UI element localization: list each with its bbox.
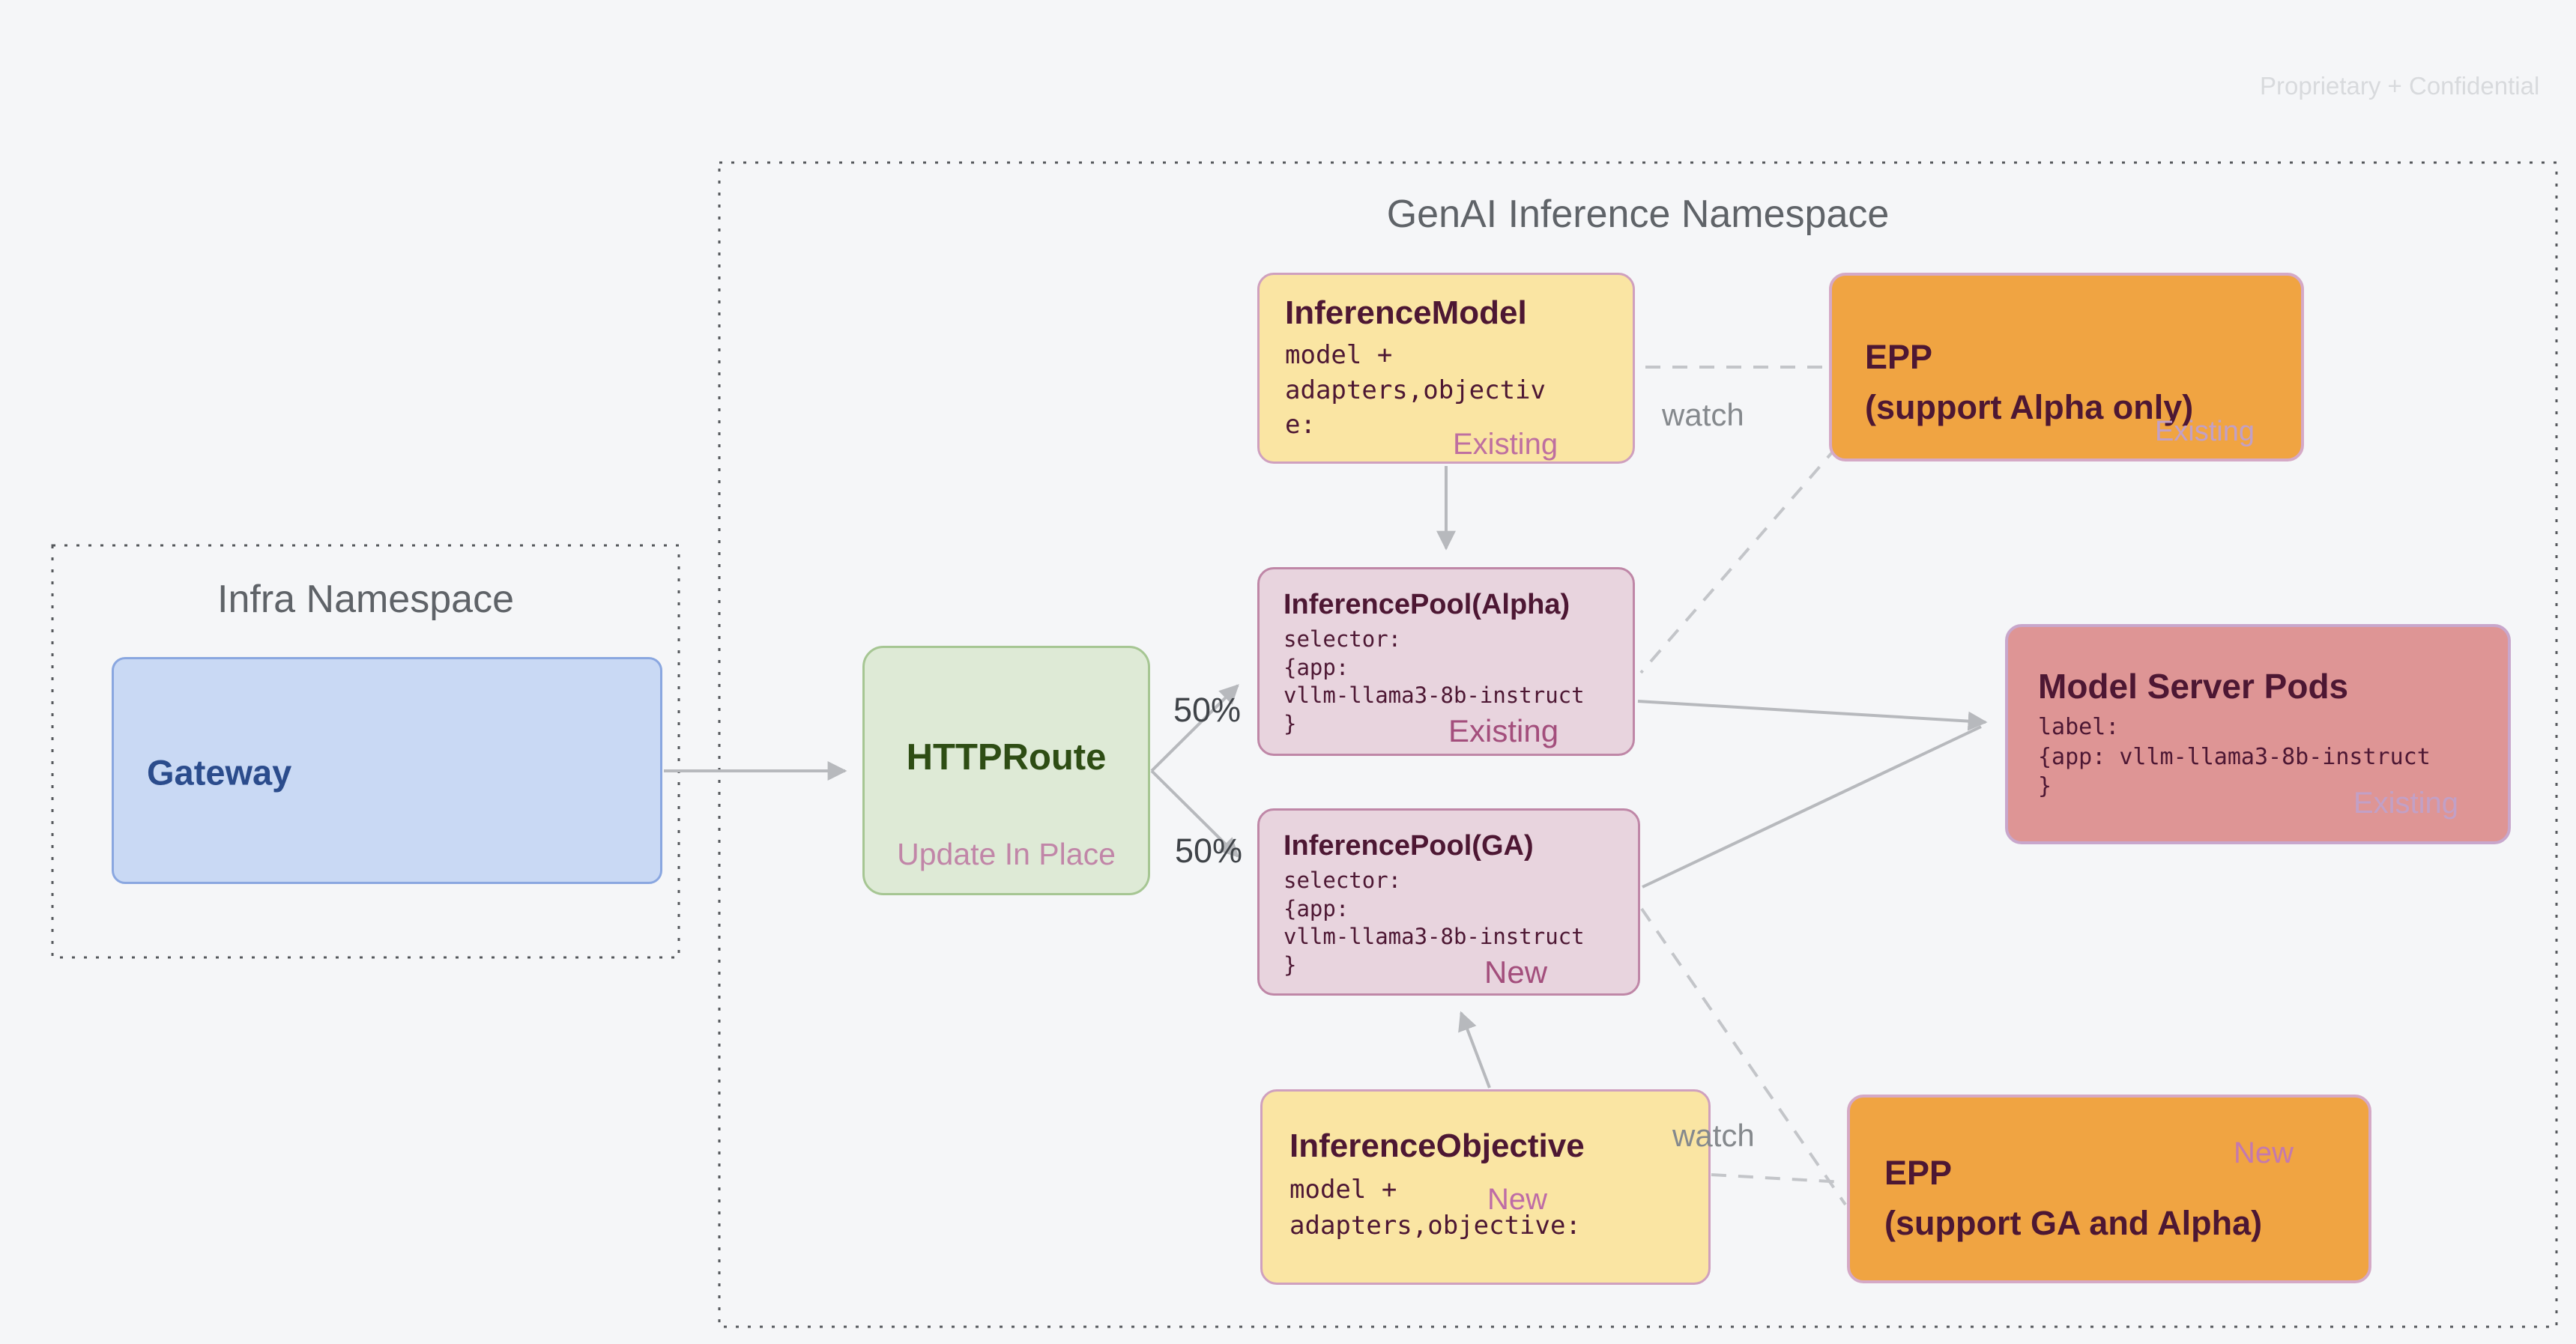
- status-badge: New: [2233, 1136, 2294, 1169]
- pool-alpha-code: selector: {app: vllm-llama3-8b-instruct …: [1284, 626, 1585, 737]
- edge-httproute-to-pool-ga: [1150, 769, 1239, 858]
- node-inference-model: InferenceModel model + adapters,objectiv…: [1257, 273, 1635, 464]
- dashed-epp-alpha-to-pool-alpha: [1639, 445, 1839, 674]
- httproute-title: HTTPRoute: [906, 737, 1107, 778]
- inference-model-title: InferenceModel: [1285, 294, 1527, 331]
- edge-httproute-to-pool-alpha: [1150, 684, 1239, 772]
- httproute-subtitle: Update In Place: [897, 837, 1116, 871]
- gateway-title: Gateway: [147, 752, 292, 793]
- node-model-server-pods: Model Server Pods label: {app: vllm-llam…: [2005, 624, 2511, 844]
- inference-model-code: model + adapters,objectiv e:: [1285, 340, 1546, 441]
- traffic-split-label-top: 50%: [1173, 691, 1242, 729]
- status-badge: New: [1484, 954, 1548, 990]
- node-epp-ga: EPP (support GA and Alpha) New: [1847, 1095, 2371, 1283]
- genai-namespace-border: [718, 161, 2558, 1328]
- node-inference-pool-ga: InferencePool(GA) selector: {app: vllm-l…: [1257, 808, 1640, 996]
- status-badge: Existing: [1453, 428, 1558, 461]
- watermark: Proprietary + Confidential: [2260, 72, 2540, 100]
- pool-ga-title: InferencePool(GA): [1284, 830, 1534, 862]
- pool-alpha-title: InferencePool(Alpha): [1284, 589, 1570, 620]
- model-server-pods-code: label: {app: vllm-llama3-8b-instruct }: [2038, 714, 2431, 800]
- genai-namespace-title: GenAI Inference Namespace: [1386, 193, 1890, 236]
- watch-label-top: watch: [1662, 397, 1744, 432]
- edge-pool-alpha-to-model-server-pods: [1637, 700, 1988, 731]
- pool-ga-code: selector: {app: vllm-llama3-8b-instruct …: [1284, 868, 1585, 978]
- epp-alpha-title-line2: (support Alpha only): [1865, 387, 2194, 426]
- node-epp-alpha: EPP (support Alpha only) Existing: [1829, 273, 2304, 461]
- status-badge: Existing: [1448, 713, 1559, 748]
- epp-ga-title-line2: (support GA and Alpha): [1884, 1203, 2263, 1242]
- epp-alpha-title-line1: EPP: [1865, 338, 1933, 376]
- status-badge: New: [1487, 1183, 1548, 1216]
- status-badge: Existing: [2353, 787, 2458, 820]
- inference-objective-code-line2: adapters,objective:: [1289, 1210, 1581, 1241]
- edge-inference-objective-to-pool-ga: [1458, 1011, 1491, 1089]
- inference-objective-code-line1: model +: [1289, 1175, 1397, 1205]
- traffic-split-label-bottom: 50%: [1175, 832, 1243, 870]
- node-gateway: Gateway: [112, 657, 662, 884]
- node-inference-objective: InferenceObjective model + adapters,obje…: [1260, 1089, 1711, 1285]
- node-httproute: HTTPRoute Update In Place: [862, 646, 1150, 895]
- dashed-pool-ga-to-epp-ga: [1640, 907, 1847, 1206]
- inference-objective-title: InferenceObjective: [1289, 1127, 1585, 1164]
- infra-namespace-title: Infra Namespace: [217, 578, 514, 621]
- epp-ga-title-line1: EPP: [1884, 1154, 1953, 1192]
- model-server-pods-title: Model Server Pods: [2038, 667, 2349, 706]
- node-inference-pool-alpha: InferencePool(Alpha) selector: {app: vll…: [1257, 567, 1635, 756]
- infra-namespace-border: [51, 544, 680, 959]
- status-badge: Existing: [2154, 416, 2255, 447]
- watch-label-bottom: watch: [1672, 1118, 1755, 1153]
- edge-pool-ga-to-model-server-pods: [1642, 725, 1982, 889]
